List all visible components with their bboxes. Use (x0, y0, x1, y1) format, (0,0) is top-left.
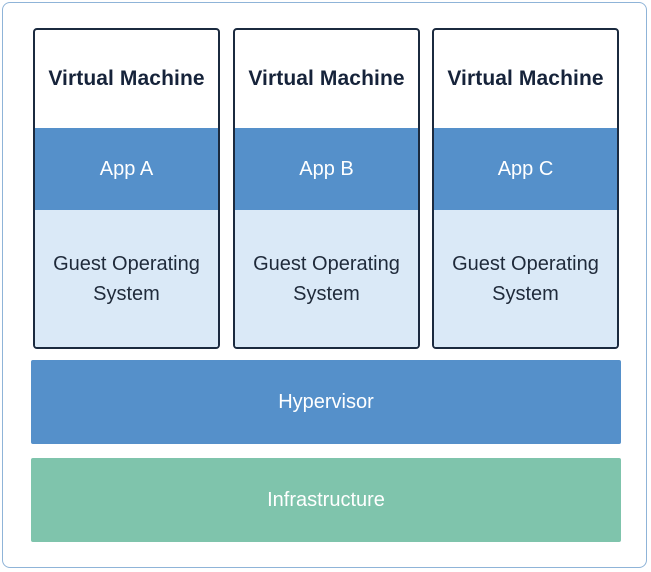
guest-os-layer: Guest Operating System (35, 210, 218, 347)
vm-title: Virtual Machine (48, 67, 205, 90)
hypervisor-layer: Hypervisor (31, 360, 621, 444)
virtual-machine-c: Virtual Machine App C Guest Operating Sy… (432, 28, 619, 349)
vm-title: Virtual Machine (248, 67, 405, 90)
infrastructure-layer: Infrastructure (31, 458, 621, 542)
guest-os-layer: Guest Operating System (235, 210, 418, 347)
virtual-machine-a: Virtual Machine App A Guest Operating Sy… (33, 28, 220, 349)
app-layer-c: App C (434, 128, 617, 210)
virtual-machine-b: Virtual Machine App B Guest Operating Sy… (233, 28, 420, 349)
app-layer-a: App A (35, 128, 218, 210)
app-layer-b: App B (235, 128, 418, 210)
vm-title: Virtual Machine (447, 67, 604, 90)
guest-os-layer: Guest Operating System (434, 210, 617, 347)
